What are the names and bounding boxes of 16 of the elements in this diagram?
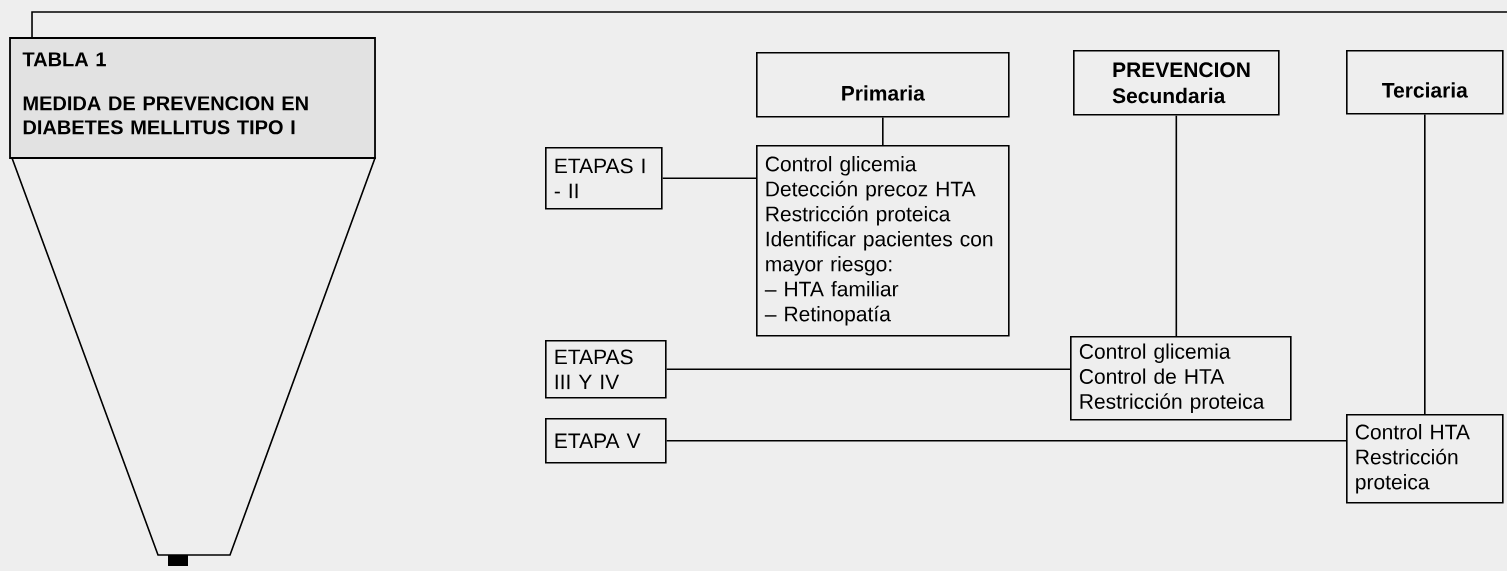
connector-line [1424, 113, 1426, 415]
connector-line [661, 177, 757, 180]
level-box: PREVENCION Secundaria [1073, 50, 1280, 116]
connector-line [1175, 114, 1178, 337]
measures-box: Control HTA Restricción proteica [1346, 414, 1504, 504]
connector-line [665, 440, 1347, 442]
title-box: TABLA 1 MEDIDA DE PREVENCION EN DIABETES MELLITUS TIPO I [9, 37, 376, 159]
measures-box: Control glicemia Control de HTA Restricción proteica [1070, 336, 1292, 421]
connector-line [665, 368, 1071, 371]
stage-box: ETAPAS I - II [545, 147, 663, 210]
measures-box: Control glicemia Detección precoz HTA Restricción proteica Identificar pacientes con mayor riesgo: – HTA familiar – Retinopatía [756, 145, 1010, 337]
stage-box: ETAPAS III Y IV [545, 340, 667, 399]
level-box: Terciaria [1346, 50, 1504, 115]
level-box: Primaria [756, 52, 1010, 118]
connector-line [882, 116, 884, 146]
stage-box: ETAPA V [545, 418, 667, 464]
